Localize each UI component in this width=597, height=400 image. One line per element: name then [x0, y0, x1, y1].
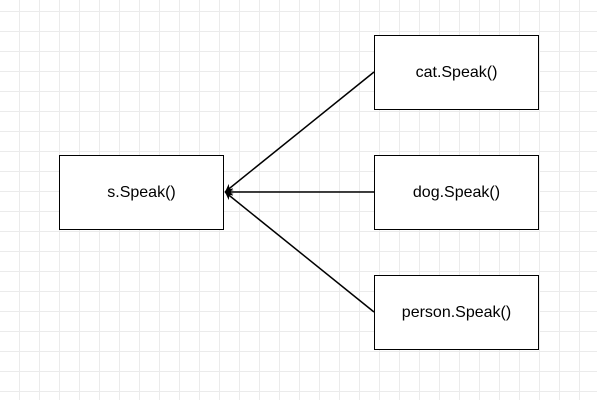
node-cat-speak-label: cat.Speak() [415, 63, 498, 81]
node-s-speak-label: s.Speak() [107, 183, 176, 201]
node-dog-speak-label: dog.Speak() [412, 183, 501, 201]
node-cat-speak[interactable]: cat.Speak() [374, 35, 539, 110]
edge-person-to-target [224, 191, 375, 313]
edge-cat-to-target [224, 71, 375, 193]
node-person-speak[interactable]: person.Speak() [374, 275, 539, 350]
node-s-speak[interactable]: s.Speak() [59, 155, 224, 230]
node-dog-speak[interactable]: dog.Speak() [374, 155, 539, 230]
node-person-speak-label: person.Speak() [401, 303, 512, 321]
